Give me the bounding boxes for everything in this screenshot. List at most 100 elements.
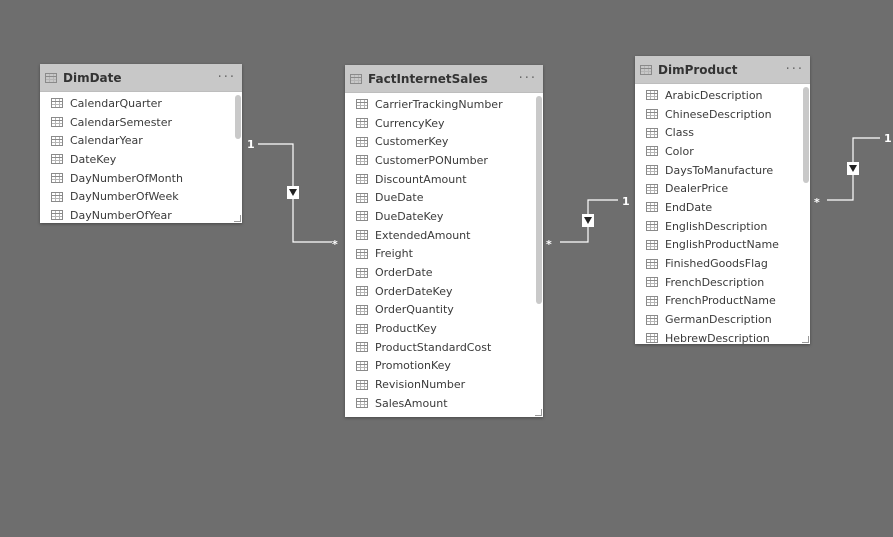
field-name: PromotionKey	[375, 359, 451, 373]
table-card-factinternetsales[interactable]: FactInternetSales ··· CarrierTrackingNum…	[345, 65, 543, 417]
column-icon	[51, 154, 63, 165]
field-row[interactable]: Color	[635, 142, 810, 161]
table-header[interactable]: FactInternetSales ···	[345, 65, 543, 93]
column-icon	[356, 99, 368, 110]
field-row[interactable]: CustomerKey	[345, 132, 543, 151]
filter-arrow-icon	[584, 217, 592, 224]
field-row[interactable]: Class	[635, 123, 810, 142]
table-icon	[350, 73, 362, 84]
field-row[interactable]: CarrierTrackingNumber	[345, 95, 543, 114]
column-icon	[356, 360, 368, 371]
field-row[interactable]: DueDate	[345, 188, 543, 207]
field-row[interactable]: SalesAmount	[345, 394, 543, 413]
field-name: OrderDate	[375, 266, 433, 280]
field-name: DateKey	[70, 152, 117, 166]
field-name: DueDate	[375, 191, 424, 205]
column-icon	[356, 230, 368, 241]
scrollbar[interactable]	[235, 95, 241, 139]
column-icon	[646, 202, 658, 213]
field-row[interactable]: CalendarYear	[40, 131, 242, 150]
field-row[interactable]: HebrewDescription	[635, 329, 810, 344]
field-row[interactable]: OrderDate	[345, 263, 543, 282]
field-row[interactable]: Freight	[345, 245, 543, 264]
more-options-icon[interactable]: ···	[518, 71, 537, 86]
column-icon	[356, 323, 368, 334]
field-row[interactable]: FinishedGoodsFlag	[635, 254, 810, 273]
relationship-dimproduct-fact[interactable]: 1 *	[546, 195, 630, 251]
one-cardinality-label: 1	[622, 195, 630, 208]
column-icon	[646, 277, 658, 288]
more-options-icon[interactable]: ···	[785, 62, 804, 77]
column-icon	[646, 258, 658, 269]
field-row[interactable]: GermanDescription	[635, 310, 810, 329]
column-icon	[646, 221, 658, 232]
field-row[interactable]: EndDate	[635, 198, 810, 217]
scrollbar[interactable]	[536, 96, 542, 304]
field-row[interactable]: DayNumberOfYear	[40, 206, 242, 223]
table-header[interactable]: DimProduct ···	[635, 56, 810, 84]
field-name: DayNumberOfMonth	[70, 171, 183, 185]
field-row[interactable]: ArabicDescription	[635, 86, 810, 105]
column-icon	[646, 146, 658, 157]
field-name: SalesAmount	[375, 396, 448, 410]
field-name: FrenchProductName	[665, 294, 776, 308]
many-cardinality-label: *	[814, 196, 820, 209]
field-row[interactable]: DueDateKey	[345, 207, 543, 226]
filter-arrow-icon	[289, 189, 297, 196]
field-row[interactable]: DayNumberOfWeek	[40, 187, 242, 206]
column-icon	[51, 191, 63, 202]
column-icon	[356, 379, 368, 390]
field-row[interactable]: OrderDateKey	[345, 282, 543, 301]
field-row[interactable]: CalendarSemester	[40, 113, 242, 132]
column-icon	[646, 314, 658, 325]
field-row[interactable]: CalendarQuarter	[40, 94, 242, 113]
more-options-icon[interactable]: ···	[217, 70, 236, 85]
many-cardinality-label: *	[546, 238, 552, 251]
column-icon	[646, 165, 658, 176]
field-row[interactable]: CustomerPONumber	[345, 151, 543, 170]
field-name: DiscountAmount	[375, 172, 467, 186]
one-cardinality-label: 1	[247, 138, 255, 151]
resize-handle[interactable]	[535, 409, 542, 416]
table-icon	[640, 64, 652, 75]
column-icon	[51, 135, 63, 146]
field-name: CarrierTrackingNumber	[375, 97, 503, 111]
scrollbar[interactable]	[803, 87, 809, 183]
field-name: EnglishDescription	[665, 219, 768, 233]
field-row[interactable]: DiscountAmount	[345, 170, 543, 189]
column-icon	[646, 333, 658, 344]
field-row[interactable]: ChineseDescription	[635, 105, 810, 124]
field-row[interactable]: EnglishDescription	[635, 217, 810, 236]
filter-arrow-icon	[849, 165, 857, 172]
column-icon	[356, 248, 368, 259]
field-name: Color	[665, 144, 694, 158]
relationship-offscreen-dimproduct[interactable]: 1 *	[814, 132, 892, 209]
field-row[interactable]: CurrencyKey	[345, 114, 543, 133]
field-row[interactable]: RevisionNumber	[345, 375, 543, 394]
resize-handle[interactable]	[234, 215, 241, 222]
table-title: FactInternetSales	[368, 71, 488, 86]
field-row[interactable]: ProductStandardCost	[345, 338, 543, 357]
field-row[interactable]: DaysToManufacture	[635, 161, 810, 180]
field-row[interactable]: DealerPrice	[635, 179, 810, 198]
relationship-dimdate-fact[interactable]: 1 *	[247, 138, 338, 251]
field-row[interactable]: OrderQuantity	[345, 301, 543, 320]
column-icon	[356, 192, 368, 203]
field-row[interactable]: ExtendedAmount	[345, 226, 543, 245]
field-row[interactable]: FrenchProductName	[635, 292, 810, 311]
field-row[interactable]: PromotionKey	[345, 357, 543, 376]
field-row[interactable]: ProductKey	[345, 319, 543, 338]
field-row[interactable]: FrenchDescription	[635, 273, 810, 292]
table-header[interactable]: DimDate ···	[40, 64, 242, 92]
resize-handle[interactable]	[802, 336, 809, 343]
field-row[interactable]: EnglishProductName	[635, 236, 810, 255]
field-row[interactable]: DayNumberOfMonth	[40, 169, 242, 188]
field-name: FrenchDescription	[665, 275, 765, 289]
field-row[interactable]: DateKey	[40, 150, 242, 169]
